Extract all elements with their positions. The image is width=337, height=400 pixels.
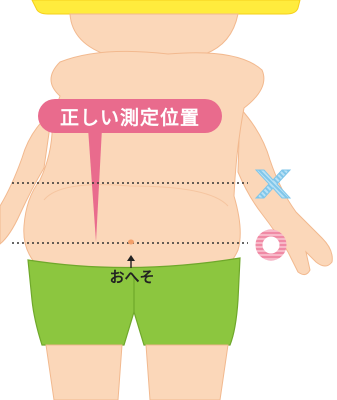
hat bbox=[31, 0, 301, 15]
right-leg bbox=[145, 344, 229, 400]
wrong-x-icon bbox=[254, 169, 292, 199]
left-arm bbox=[0, 110, 53, 245]
left-leg bbox=[45, 344, 123, 400]
label-pointer bbox=[88, 128, 102, 242]
navel-label: おへそ bbox=[109, 268, 155, 286]
torso bbox=[23, 50, 265, 269]
measure-position-label: 正しい測定位置 bbox=[38, 99, 222, 133]
measure-position-text: 正しい測定位置 bbox=[59, 106, 200, 129]
belly-shading bbox=[43, 184, 229, 207]
arrow-up-icon bbox=[127, 255, 135, 268]
correct-circle-icon bbox=[255, 229, 287, 261]
navel bbox=[128, 239, 134, 245]
